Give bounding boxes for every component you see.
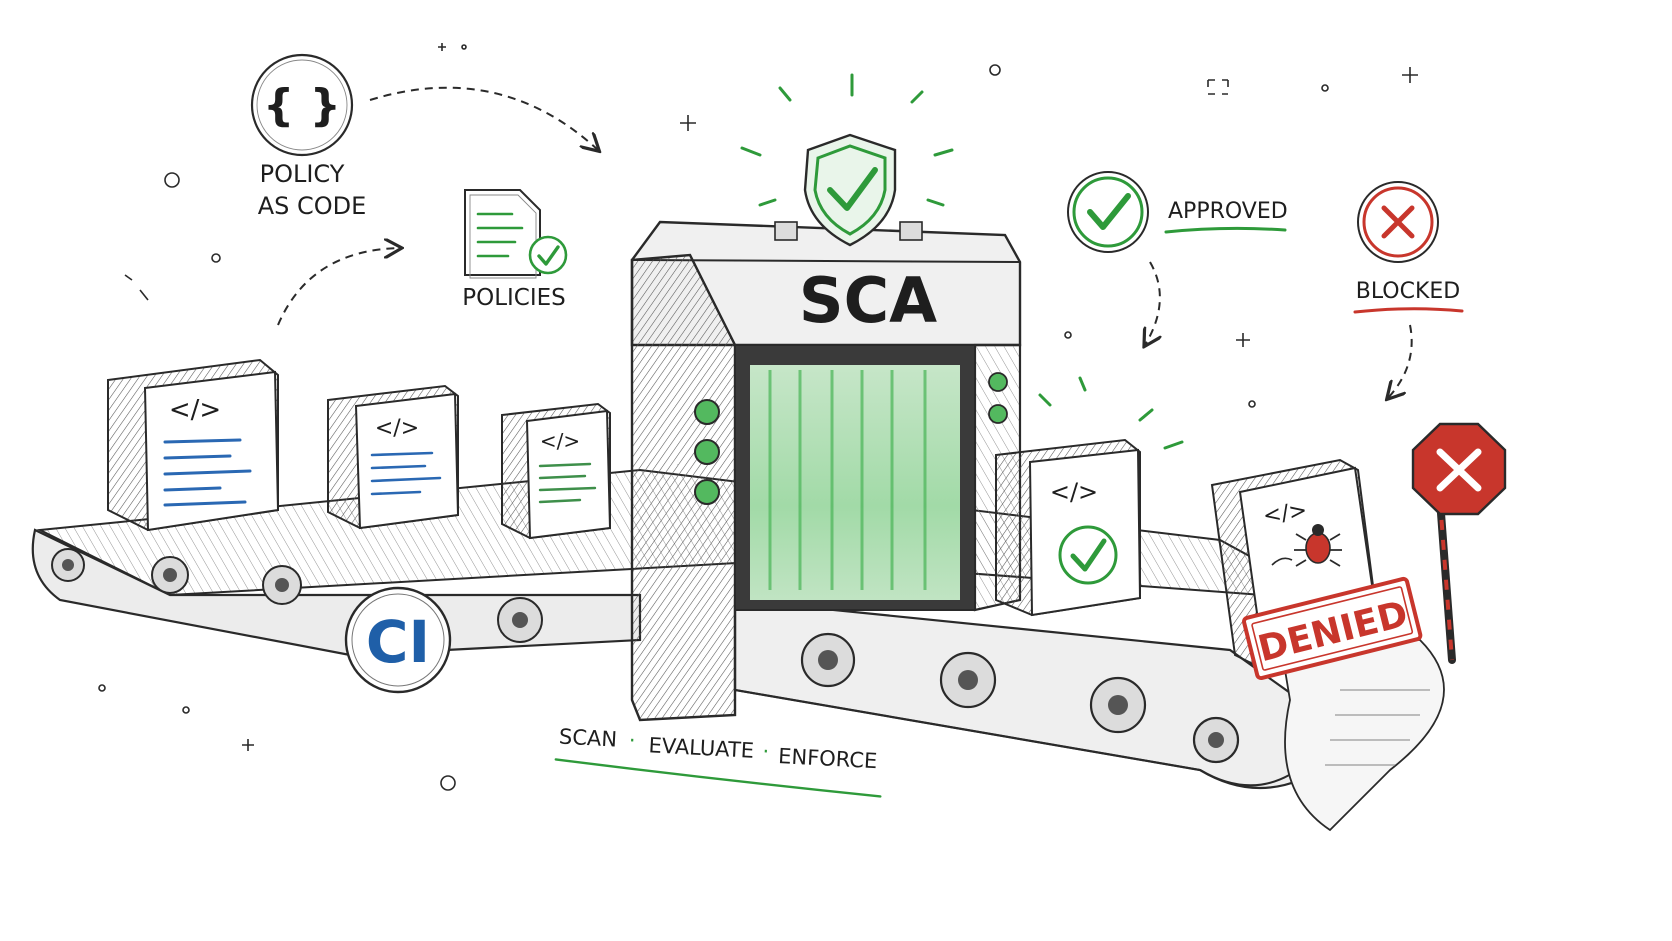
tagline-sep-2: · <box>762 739 770 763</box>
approved-package: </> <box>995 376 1184 617</box>
rollers <box>51 548 1240 764</box>
tagline-evaluate: EVALUATE <box>648 733 755 762</box>
code-glyph: </> <box>375 416 419 441</box>
gate-label: SCA <box>799 264 937 337</box>
decorative-doodles <box>98 43 1418 791</box>
policy-label-line2: AS CODE <box>258 192 367 220</box>
code-package-3: </> <box>501 402 612 540</box>
tagline-scan: SCAN <box>558 725 617 752</box>
shield-check-icon <box>740 73 954 247</box>
bug-icon <box>1294 524 1342 567</box>
ci-badge: CI <box>344 586 452 694</box>
policy-as-code: { } POLICY AS CODE <box>250 53 598 326</box>
scan-beams <box>768 370 927 590</box>
code-package-1: </> <box>107 358 280 532</box>
blocked-indicator: BLOCKED <box>1353 181 1464 398</box>
policies-label: POLICIES <box>462 285 566 311</box>
check-circle-icon <box>1067 171 1149 253</box>
indicator-lights <box>694 372 1008 505</box>
tagline: SCAN · EVALUATE · ENFORCE <box>554 725 882 798</box>
stop-sign-icon <box>1411 422 1507 664</box>
policy-label-line1: POLICY <box>260 160 345 188</box>
check-circle-icon <box>1058 525 1118 585</box>
blocked-label: BLOCKED <box>1356 279 1461 304</box>
x-circle-icon <box>1357 181 1439 263</box>
tagline-enforce: ENFORCE <box>778 744 878 773</box>
policies: POLICIES <box>462 189 568 311</box>
code-package-2: </> <box>327 384 460 530</box>
code-glyph: </> <box>540 429 580 453</box>
denied-package: </> DENIED <box>1210 458 1423 681</box>
sca-gate: SCA <box>630 73 1022 722</box>
tagline-sep-1: · <box>628 728 636 752</box>
code-glyph: </> <box>1050 478 1098 506</box>
code-glyph: </> <box>1261 498 1308 529</box>
approved-label: APPROVED <box>1168 199 1288 224</box>
code-glyph: </> <box>169 395 221 425</box>
approved-indicator: APPROVED <box>1067 171 1288 345</box>
braces-glyph: { } <box>263 80 341 131</box>
braces-icon: { } <box>250 53 354 157</box>
document-check-icon <box>464 189 568 279</box>
ci-label: CI <box>366 608 430 676</box>
